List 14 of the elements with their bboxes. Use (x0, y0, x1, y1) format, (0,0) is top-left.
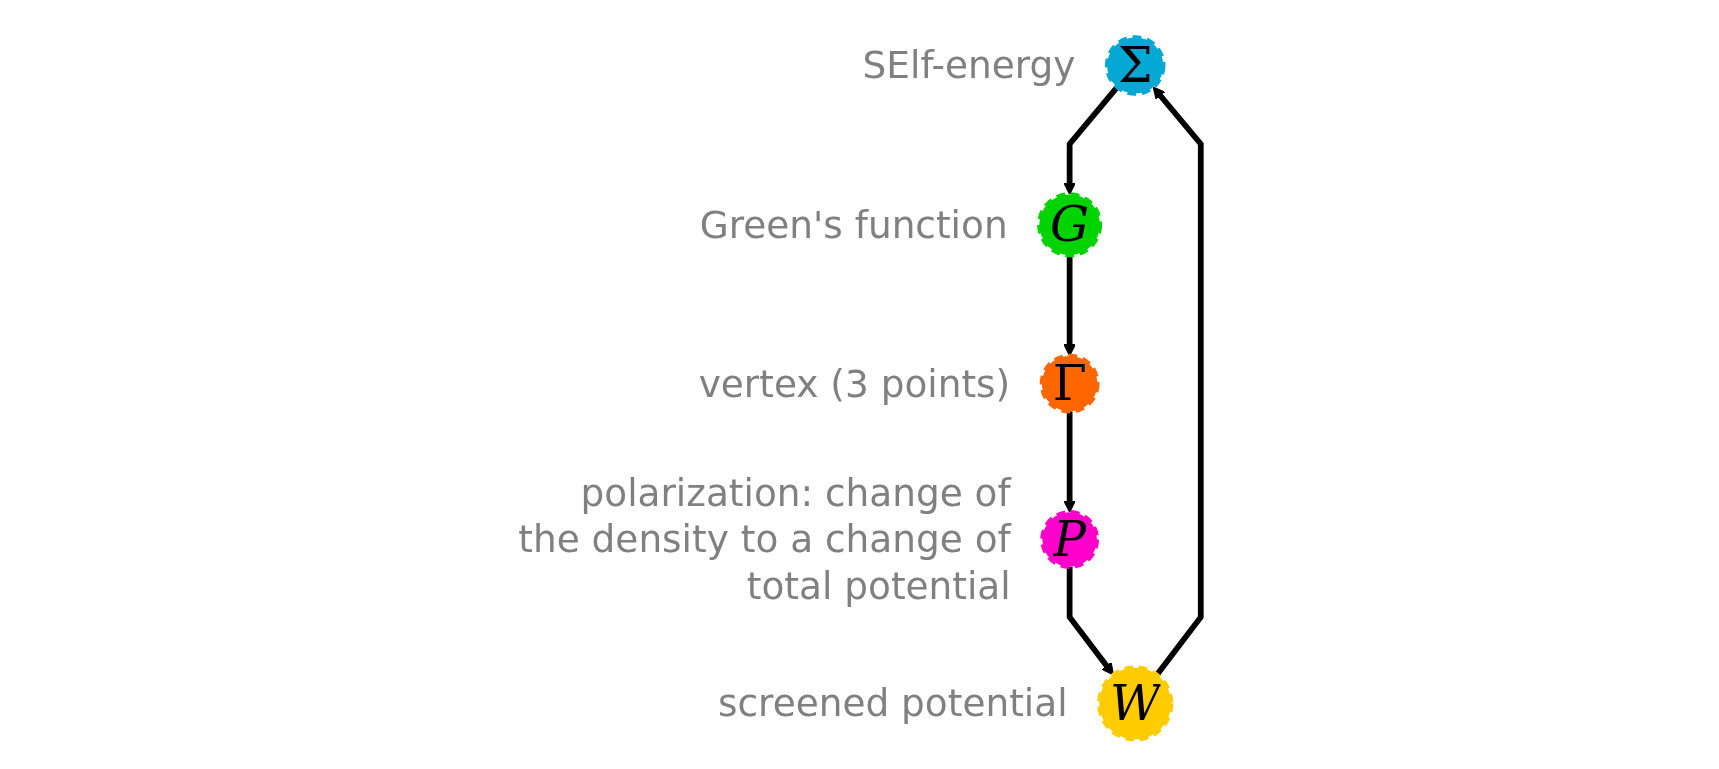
arrow (1063, 411, 1076, 513)
arrow (1063, 255, 1076, 357)
node-circle: Γ (1039, 353, 1100, 414)
node-circle: G (1037, 192, 1103, 258)
node-caption: vertex (3 points) (698, 361, 1011, 406)
node-caption: SElf-energy (862, 43, 1076, 88)
node-circle: W (1097, 665, 1174, 742)
node-caption: polarization: change of the density to a change of total potential (518, 471, 1011, 608)
node-caption: Green's function (699, 202, 1008, 247)
node-caption: screened potential (718, 681, 1068, 726)
arrow (1152, 86, 1204, 677)
arrow (1066, 566, 1115, 676)
node-circle: Σ (1104, 35, 1166, 96)
node-circle: P (1040, 510, 1100, 569)
